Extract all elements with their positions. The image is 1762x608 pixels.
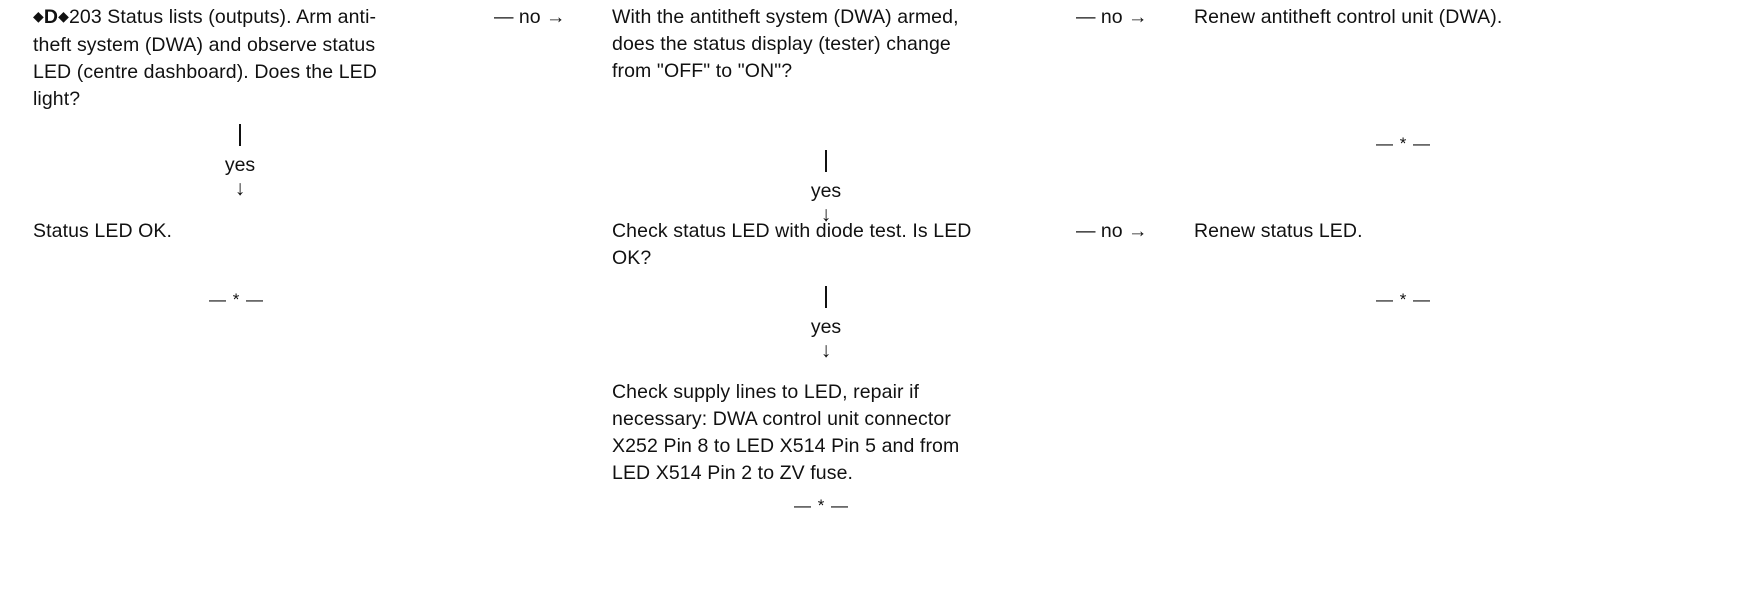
yes-flow-col1: yes ↓ [210, 124, 270, 200]
down-arrow-icon: ↓ [820, 203, 832, 226]
question-line-1: With the antitheft system (DWA) armed, [612, 6, 959, 28]
end-mark-col3-1: — * — [1376, 134, 1432, 153]
yes-label: yes [224, 154, 256, 176]
diamond-icon: ◆ [58, 8, 69, 24]
end-mark-col2: — * — [794, 496, 850, 515]
flow-line [825, 150, 827, 172]
yes-flow-col2-2: yes ↓ [796, 286, 856, 362]
question-line-2: does the status display (tester) change [612, 33, 951, 55]
supply-line-3: X252 Pin 8 to LED X514 Pin 5 and from [612, 435, 960, 457]
step-line-1: ◆D◆203 Status lists (outputs). Arm anti- [33, 4, 473, 32]
renew-control-unit: Renew antitheft control unit (DWA). [1194, 6, 1503, 28]
diode-test-question: Check status LED with diode test. Is LED… [612, 218, 1052, 272]
check-line-1: Check status LED with diode test. Is LED [612, 220, 972, 242]
renew-status-led: Renew status LED. [1194, 220, 1363, 242]
step-line-4: light? [33, 88, 81, 110]
yes-label: yes [810, 316, 842, 338]
down-arrow-icon: ↓ [820, 339, 832, 362]
yes-flow-col2-1: yes ↓ [796, 150, 856, 226]
check-line-2: OK? [612, 247, 652, 269]
no-arrow-1: — no → [494, 6, 566, 28]
no-arrow-2: — no → [1076, 6, 1148, 28]
end-mark-col1: — * — [209, 290, 265, 309]
status-display-question: With the antitheft system (DWA) armed, d… [612, 4, 1052, 85]
end-mark-col3-2: — * — [1376, 290, 1432, 309]
step-question: ◆D◆203 Status lists (outputs). Arm anti-… [33, 4, 473, 113]
step-code: D [43, 6, 59, 28]
supply-line-1: Check supply lines to LED, repair if [612, 381, 920, 403]
flow-line [239, 124, 241, 146]
yes-label: yes [810, 180, 842, 202]
step-line-2: theft system (DWA) and observe status [33, 34, 376, 56]
flow-line [825, 286, 827, 308]
supply-line-2: necessary: DWA control unit connector [612, 408, 951, 430]
step-line-3: LED (centre dashboard). Does the LED [33, 61, 377, 83]
step-line-1-text: 203 Status lists (outputs). Arm anti- [68, 6, 377, 28]
diamond-icon: ◆ [33, 8, 44, 24]
result-status-led-ok: Status LED OK. [33, 220, 173, 242]
supply-line-4: LED X514 Pin 2 to ZV fuse. [612, 462, 854, 484]
supply-lines-instruction: Check supply lines to LED, repair if nec… [612, 379, 1052, 487]
down-arrow-icon: ↓ [234, 177, 246, 200]
question-line-3: from "OFF" to "ON"? [612, 60, 793, 82]
no-arrow-3: — no → [1076, 220, 1148, 242]
